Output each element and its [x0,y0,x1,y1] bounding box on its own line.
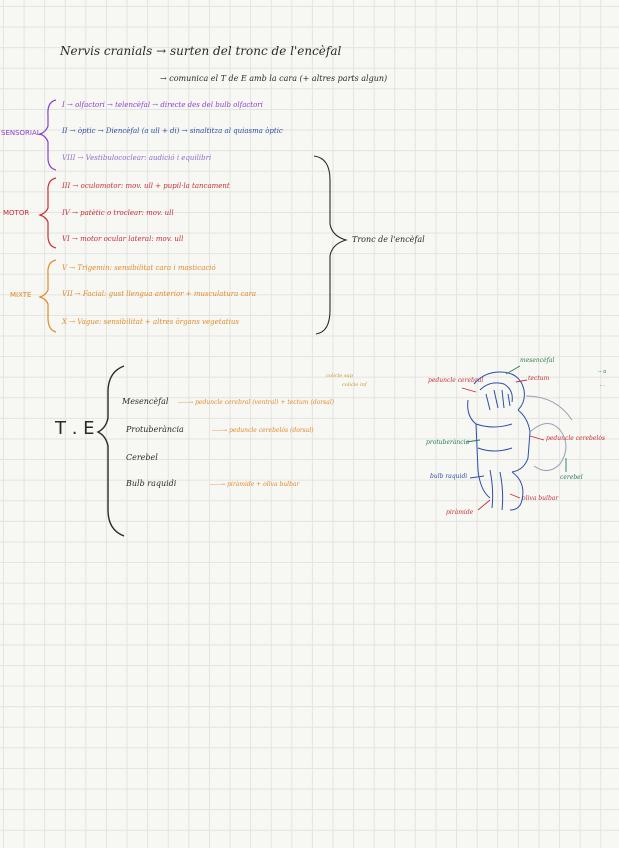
diagram-arrows [462,366,566,510]
tronc-brace [314,156,346,334]
brainstem-sketch [468,372,572,510]
motor-brace [40,178,56,248]
sensorial-brace [40,100,56,170]
mixte-brace [40,260,56,332]
te-brace [98,366,124,536]
